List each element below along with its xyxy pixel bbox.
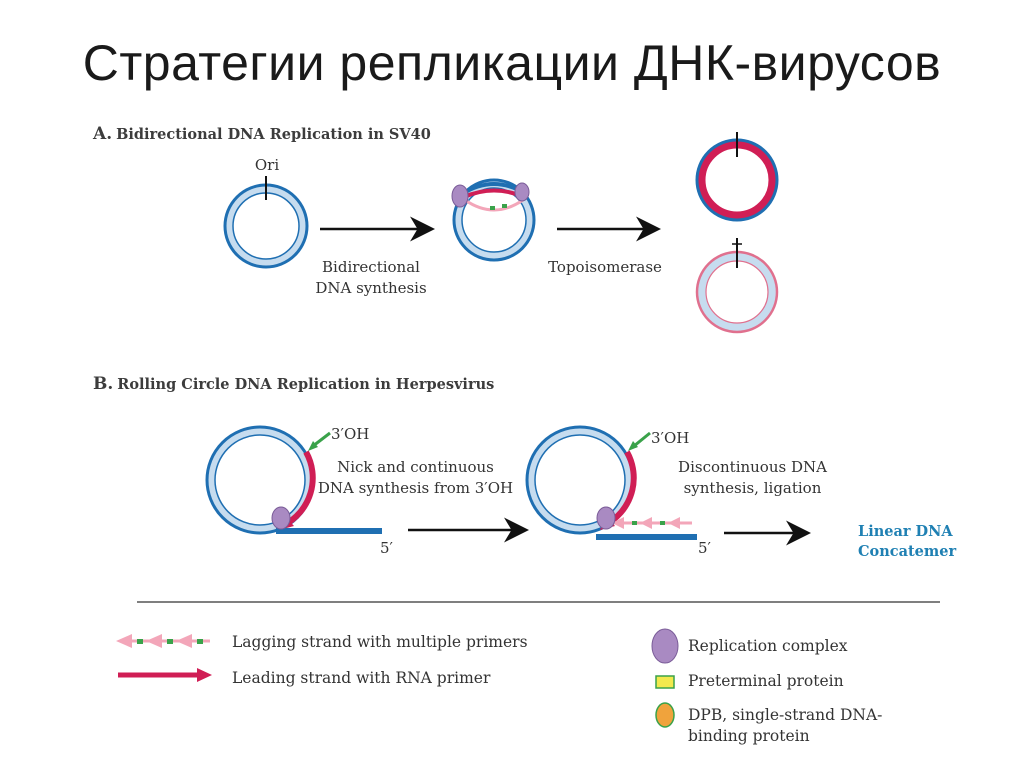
label-linear-concatemer: Linear DNA Concatemer xyxy=(858,523,957,560)
legend-preterminal-icon xyxy=(655,675,675,689)
legend-lagging-icon xyxy=(116,634,210,648)
legend-replication-complex-text: Replication complex xyxy=(688,637,848,655)
rolling-circle-1 xyxy=(205,425,382,535)
legend-leading-icon xyxy=(118,668,212,682)
sv40-circle-bubble xyxy=(451,178,536,262)
label-5prime-2: 5′ xyxy=(698,539,711,557)
label-bidirectional: Bidirectional DNA synthesis xyxy=(315,258,427,297)
sv40-daughter-bottom xyxy=(695,238,779,334)
section-a-title: A.Bidirectional DNA Replication in SV40 xyxy=(93,124,431,144)
label-ori: Ori xyxy=(254,156,280,174)
label-3oh-2: 3′OH xyxy=(651,429,690,447)
label-discontinuous: Discontinuous DNA synthesis, ligation xyxy=(678,458,827,497)
section-b-title: B.Rolling Circle DNA Replication in Herp… xyxy=(93,374,495,394)
legend-dpb-text: DPB, single-strand DNA- binding protein xyxy=(688,706,883,745)
label-3oh-1: 3′OH xyxy=(331,425,370,443)
rolling-circle-2 xyxy=(525,425,697,540)
sv40-daughter-top xyxy=(695,132,779,222)
legend-lagging-text: Lagging strand with multiple primers xyxy=(232,633,528,651)
label-nick-continuous: Nick and continuous DNA synthesis from 3… xyxy=(317,458,514,497)
legend-dpb-icon xyxy=(655,702,675,728)
legend-replication-complex-icon xyxy=(651,628,679,664)
sv40-circle-initial xyxy=(223,176,309,269)
label-topoisomerase: Topoisomerase xyxy=(548,258,662,276)
legend-leading-text: Leading strand with RNA primer xyxy=(232,669,491,687)
legend-preterminal-text: Preterminal protein xyxy=(688,672,844,690)
slide-title: Стратегии репликации ДНК-вирусов xyxy=(82,35,942,91)
label-5prime-1: 5′ xyxy=(380,539,393,557)
